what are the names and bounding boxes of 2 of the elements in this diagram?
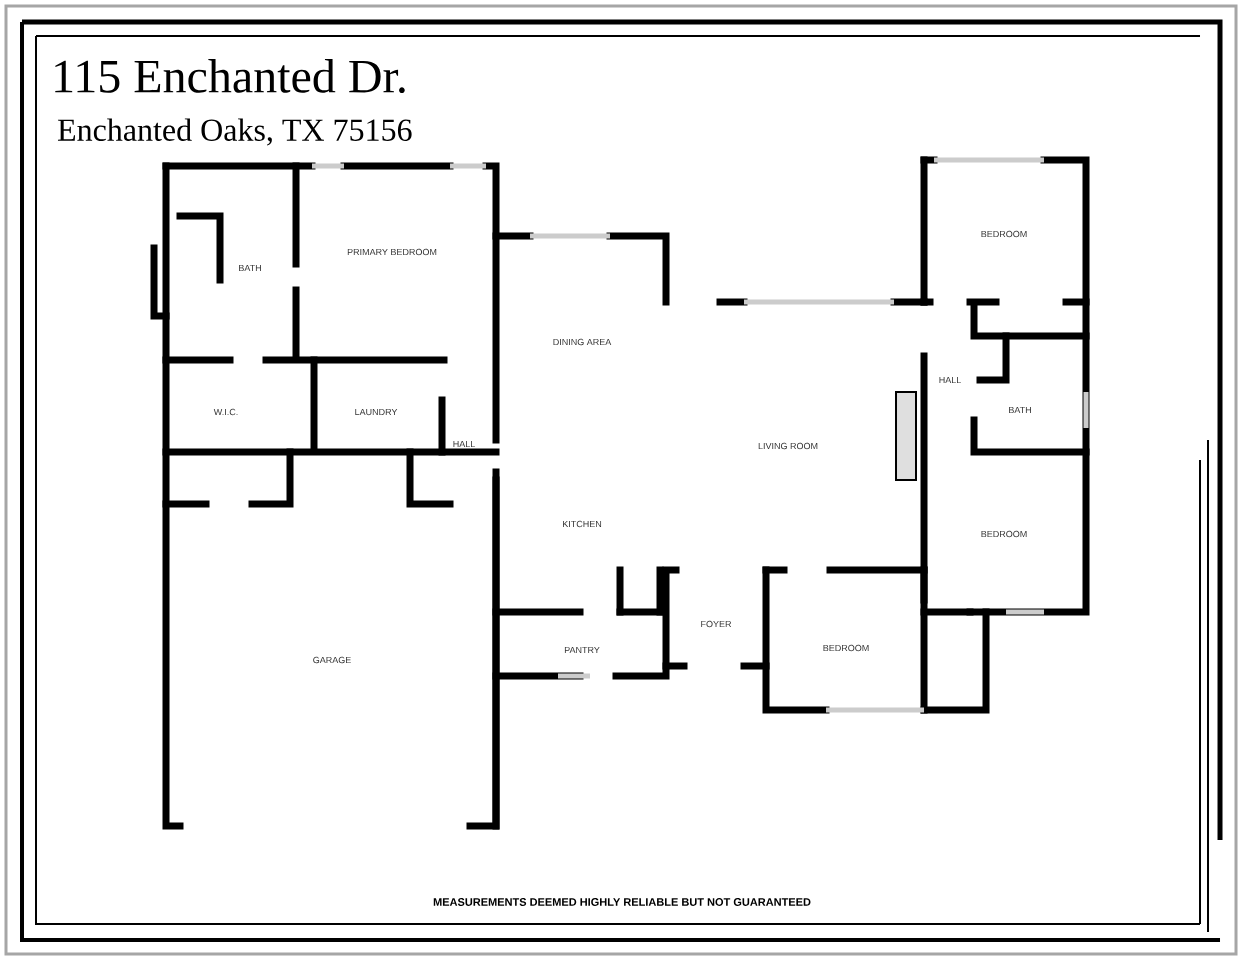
title: 115 Enchanted Dr. [55,59,405,93]
address-text: Enchanted Oaks, TX 75156 [58,118,412,146]
